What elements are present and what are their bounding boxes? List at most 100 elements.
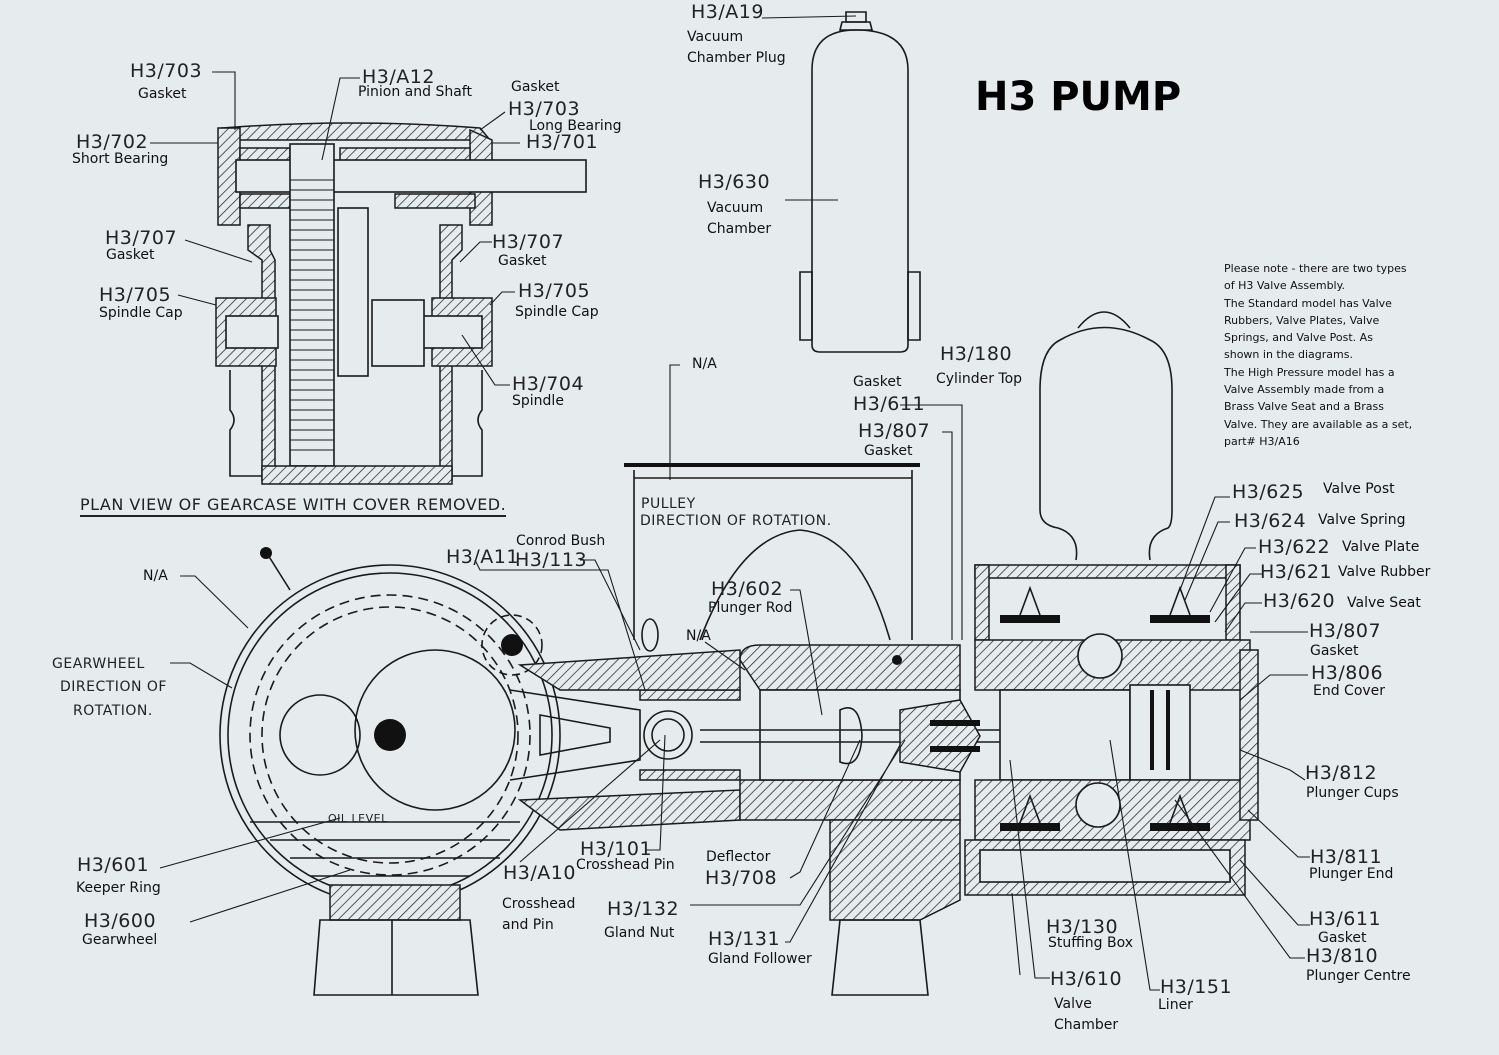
part-name-plunger-cups: Plunger Cups [1306,785,1399,801]
pulley-rotation-caption-2: DIRECTION OF ROTATION. [640,513,832,529]
part-code-h3-624: H3/624 [1234,510,1307,532]
part-name-gasket: Gasket [498,253,547,269]
note-line: Brass Valve Seat and a Brass [1224,400,1385,414]
part-name-gasket: Gasket [106,247,155,263]
gear-teeth [290,179,334,451]
note-line: Springs, and Valve Post. As [1224,331,1373,345]
valve-assembly-note: Please note - there are two types of H3 … [1224,260,1424,450]
page-title: H3 PUMP [975,74,1182,120]
part-name-gasket: Gasket [1318,930,1367,946]
part-code-h3-811: H3/811 [1310,846,1383,868]
part-name-valve-chamber: Valve Chamber [1054,996,1119,1033]
part-code-h3-807: H3/807 [1309,620,1382,642]
note-line: shown in the diagrams. [1224,348,1353,362]
part-code-na: N/A [692,356,717,372]
note-line: part# H3/A16 [1224,434,1300,448]
part-name-stuffing-box: Stuffing Box [1048,935,1134,951]
part-code-h3-705: H3/705 [99,284,172,306]
part-code-h3-620: H3/620 [1263,590,1336,612]
note-line: The High Pressure model has a [1224,365,1395,379]
note-line: The Standard model has Valve [1224,296,1392,310]
part-name-cylinder-top: Cylinder Top [936,371,1023,387]
part-code-h3-610: H3/610 [1050,968,1123,990]
part-name-crosshead-pin: Crosshead Pin [576,857,675,873]
part-name-gasket: Gasket [511,79,560,95]
part-code-h3-611: H3/611 [853,393,926,415]
part-code-h3-180: H3/180 [940,343,1013,365]
gearcase-plan-view [215,122,587,485]
part-code-h3-703: H3/703 [508,98,581,120]
note-line: Please note - there are two types [1224,262,1407,275]
part-code-h3-600: H3/600 [84,910,157,932]
part-code-h3-113: H3/113 [515,549,588,571]
part-name-pinion-and-shaft: Pinion and Shaft [358,84,472,100]
part-name-gland-follower: Gland Follower [708,951,812,967]
part-name-plunger-end: Plunger End [1309,866,1394,882]
part-code-h3-131: H3/131 [708,928,781,950]
note-line: Valve Assembly made from a [1224,383,1385,397]
part-code-h3-707: H3/707 [105,227,178,249]
part-code-h3-a11: H3/A11 [446,546,519,568]
part-name-valve-post: Valve Post [1323,481,1395,497]
part-name-crosshead-and-pin: Crosshead and Pin [502,896,576,933]
part-code-h3-807: H3/807 [858,420,931,442]
part-name-vacuum-chamber-plug: Vacuum Chamber Plug [687,29,786,66]
part-code-h3-101: H3/101 [580,838,653,860]
part-code-h3-622: H3/622 [1258,536,1331,558]
part-code-h3-a19: H3/A19 [691,1,764,23]
part-name-long-bearing: Long Bearing [529,118,622,134]
vacuum-chamber [799,11,921,353]
part-name-valve-spring: Valve Spring [1318,512,1406,528]
pulley-guard [624,463,920,641]
part-code-h3-601: H3/601 [77,854,150,876]
part-code-h3-130: H3/130 [1046,916,1119,938]
part-name-gasket: Gasket [1310,643,1359,659]
leader-lines [150,15,1310,991]
part-code-h3-707: H3/707 [492,231,565,253]
gearwheel-casing [219,547,561,996]
part-name-valve-rubber: Valve Rubber [1338,564,1431,580]
gearwheel-rotation-caption-3: ROTATION. [73,703,153,719]
part-name-gearwheel: Gearwheel [82,932,158,948]
part-name-short-bearing: Short Bearing [72,151,169,167]
part-code-h3-a10: H3/A10 [503,862,576,884]
part-name-vacuum-chamber: Vacuum Chamber [707,200,772,237]
part-name-deflector: Deflector [706,849,771,865]
part-code-h3-702: H3/702 [76,131,149,153]
note-line: Valve. They are available as a set, [1224,417,1413,431]
note-line: of H3 Valve Assembly. [1224,279,1346,293]
part-code-h3-602: H3/602 [711,578,784,600]
part-code-h3-611: H3/611 [1309,908,1382,930]
part-code-na: N/A [143,568,168,584]
gearwheel-rotation-caption-2: DIRECTION OF [60,679,167,695]
part-code-h3-812: H3/812 [1305,762,1378,784]
part-name-gasket: Gasket [138,86,187,102]
cylinder-top-dome [1039,311,1173,561]
part-name-gland-nut: Gland Nut [604,925,675,941]
part-name-end-cover: End Cover [1313,683,1386,699]
part-name-valve-seat: Valve Seat [1347,595,1421,611]
part-code-h3-a12: H3/A12 [362,66,435,88]
part-code-h3-625: H3/625 [1232,481,1305,503]
oil-level-caption: OIL LEVEL [328,812,388,825]
plan-view-caption: PLAN VIEW OF GEARCASE WITH COVER REMOVED… [80,497,507,517]
gearwheel-rotation-caption-1: GEARWHEEL [52,656,145,672]
conrod-crosshead [509,618,741,831]
part-code-h3-704: H3/704 [512,373,585,395]
part-code-na: N/A [686,628,711,644]
valve-chamber [964,564,1259,896]
note-line: Rubbers, Valve Plates, Valve [1224,313,1380,327]
part-code-h3-705: H3/705 [518,280,591,302]
part-name-spindle-cap: Spindle Cap [515,304,599,320]
part-name-gasket: Gasket [853,374,902,390]
part-name-conrod-bush: Conrod Bush [516,533,606,549]
pulley-rotation-caption-1: PULLEY [641,496,696,512]
part-code-h3-630: H3/630 [698,171,771,193]
part-name-valve-plate: Valve Plate [1342,539,1420,555]
part-code-h3-132: H3/132 [607,898,680,920]
part-name-gasket: Gasket [864,443,913,459]
part-name-plunger-rod: Plunger Rod [708,600,793,616]
plunger-barrel [700,644,1150,996]
part-code-h3-703: H3/703 [130,60,203,82]
